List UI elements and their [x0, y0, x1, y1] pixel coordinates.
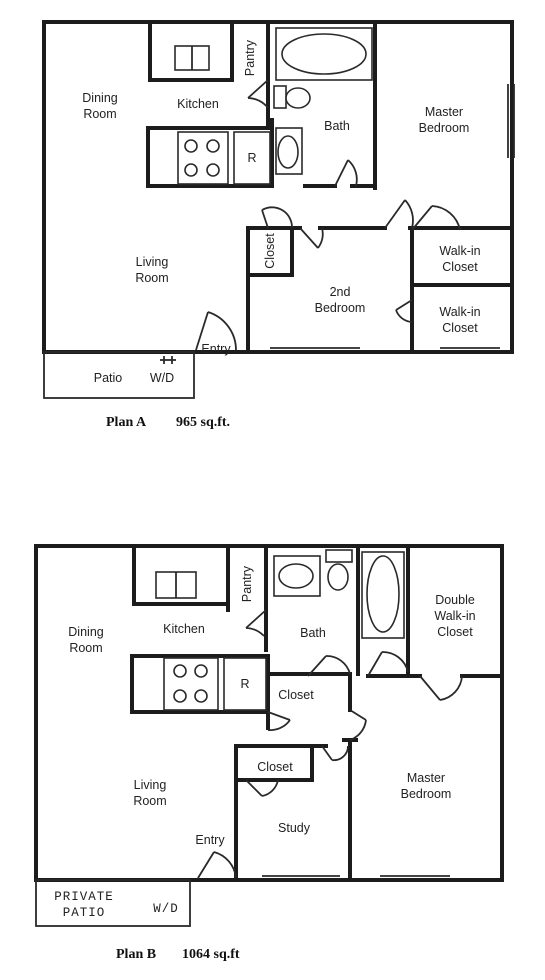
- plan-a-bath-label: Bath: [324, 119, 350, 133]
- plan-b-patio-label: PRIVATE: [54, 890, 114, 904]
- plan-b-patio-outline: [35, 879, 191, 927]
- plan-a-bed2-label: 2nd: [330, 285, 351, 299]
- plan-a-living-label: Living: [136, 255, 169, 269]
- plan-b-caption-name: Plan B: [116, 947, 156, 962]
- plan-a-closet-label: Closet: [263, 233, 277, 269]
- plan-b-double-label-3: Closet: [437, 625, 473, 639]
- plan-a-walkin1-label: Walk-in: [439, 244, 480, 258]
- plan-a-walkin2-label-2: Closet: [442, 321, 478, 335]
- plan-a-walkin1-label-2: Closet: [442, 260, 478, 274]
- plan-b-living-label-2: Room: [133, 794, 166, 808]
- plan-a-master-label: Master: [425, 105, 463, 119]
- plan-a-patio-outline: [43, 351, 195, 399]
- plan-b-outer-wall: [34, 544, 504, 882]
- plan-a-wd-label: W/D: [150, 371, 174, 385]
- plan-b-double-label: Double: [435, 593, 475, 607]
- plan-a-outer-wall: [42, 20, 514, 354]
- plan-b: Dining Room Kitchen Pantry Bath Double W…: [34, 544, 504, 962]
- plan-b-master-label: Master: [407, 771, 445, 785]
- plan-b-living-label: Living: [134, 778, 167, 792]
- plan-a-dining-label-2: Room: [83, 107, 116, 121]
- plan-b-dining-label: Dining: [68, 625, 103, 639]
- plan-a-dining-label: Dining: [82, 91, 117, 105]
- plan-b-patio-label-2: PATIO: [63, 906, 106, 920]
- plan-b-bath-label: Bath: [300, 626, 326, 640]
- plan-b-entry-label: Entry: [195, 833, 225, 847]
- plan-b-fridge-label: R: [240, 677, 249, 691]
- plan-b-closet-hall-label: Closet: [278, 688, 314, 702]
- plan-b-caption-area: 1064 sq.ft: [182, 947, 240, 962]
- plan-a-fridge-label: R: [247, 151, 256, 165]
- stove-icon: [163, 657, 219, 711]
- plan-b-study-label: Study: [278, 821, 311, 835]
- plan-b-dining-label-2: Room: [69, 641, 102, 655]
- refrigerator-icon: [223, 657, 267, 711]
- toilet-icon: [273, 85, 287, 109]
- plan-b-master-label-2: Bedroom: [401, 787, 452, 801]
- plan-b-closet-study-label: Closet: [257, 760, 293, 774]
- plan-b-pantry-label: Pantry: [240, 565, 254, 602]
- plan-a-kitchen-label: Kitchen: [177, 97, 219, 111]
- plan-a-caption-area: 965 sq.ft.: [176, 415, 230, 430]
- plan-a-pantry-label: Pantry: [243, 39, 257, 76]
- plan-b-double-label-2: Walk-in: [434, 609, 475, 623]
- plan-b-fixtures: [155, 549, 405, 711]
- stove-icon: [177, 131, 229, 185]
- plan-a-interior-walls: [146, 22, 512, 352]
- plan-a-windows: [270, 84, 515, 349]
- plan-a-doors: [195, 79, 461, 351]
- plan-b-doors: [197, 609, 463, 879]
- plan-a-master-label-2: Bedroom: [419, 121, 470, 135]
- plan-b-kitchen-label: Kitchen: [163, 622, 205, 636]
- plan-a-caption-name: Plan A: [106, 415, 147, 430]
- plan-a-patio-label: Patio: [94, 371, 123, 385]
- plan-a-entry-label: Entry: [201, 342, 231, 356]
- plan-a-walkin2-label: Walk-in: [439, 305, 480, 319]
- plan-b-interior-walls: [130, 546, 502, 880]
- plan-b-wd-label: W/D: [153, 902, 179, 916]
- toilet-icon: [325, 549, 353, 563]
- plan-a-wd-symbol: [160, 356, 176, 364]
- refrigerator-icon: [233, 131, 271, 185]
- plan-a-fixtures: [174, 27, 373, 185]
- plan-a: Dining Room Kitchen Pantry Bath Master B…: [42, 20, 515, 430]
- plan-a-living-label-2: Room: [135, 271, 168, 285]
- plan-a-bed2-label-2: Bedroom: [315, 301, 366, 315]
